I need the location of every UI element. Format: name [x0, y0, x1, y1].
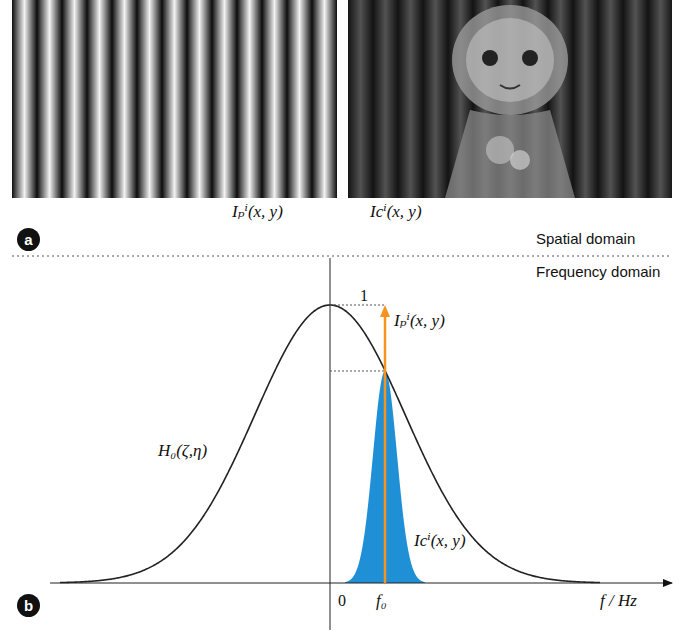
signal-label: Iₚⁱ(x, y) — [394, 312, 445, 331]
axis-title: f / Hz — [600, 592, 637, 611]
panel-letter: b — [24, 598, 33, 613]
domain-title: Frequency domain — [536, 264, 660, 281]
curve-label: H₀(ζ,η) — [158, 442, 207, 461]
x-axis — [50, 582, 672, 583]
axis-value: 0 — [338, 592, 346, 610]
axis-value: f₀ — [376, 592, 387, 611]
captured-fringe — [348, 0, 672, 198]
separator — [12, 256, 672, 257]
signal-label: Icⁱ(x, y) — [414, 532, 466, 551]
axis-value: 1 — [360, 287, 368, 305]
panel-badge: b — [17, 594, 40, 617]
guide-line — [330, 371, 385, 372]
y-axis — [330, 258, 331, 630]
domain-title: Spatial domain — [536, 231, 635, 248]
panel-letter: a — [24, 232, 32, 247]
delta-arrow — [384, 311, 387, 583]
panel-badge: a — [17, 228, 40, 251]
image-label: Icⁱ(x, y) — [370, 203, 422, 222]
projected-fringe — [12, 0, 337, 198]
image-label: Iₚⁱ(x, y) — [232, 203, 283, 222]
guide-line — [330, 305, 385, 306]
